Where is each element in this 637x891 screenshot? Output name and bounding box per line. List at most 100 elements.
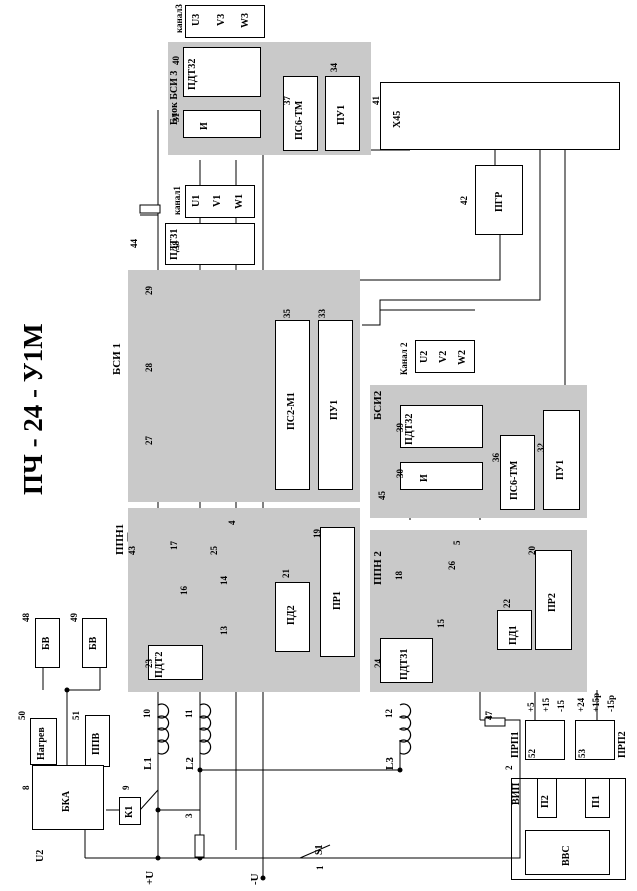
block-pd2: [275, 582, 310, 652]
label-out-m15r: -15р: [606, 694, 616, 712]
label-nagrev: Нагрев: [36, 727, 47, 760]
num-43: 43: [127, 546, 137, 555]
num-17: 17: [169, 541, 179, 550]
num-5: 5: [452, 540, 462, 546]
label-u1: U1: [191, 194, 202, 207]
label-bka: БКА: [61, 790, 72, 812]
num-2: 2: [504, 765, 514, 771]
block-i-top: [183, 110, 261, 138]
label-u2: U2: [419, 350, 430, 363]
label-bv48: БВ: [41, 636, 52, 650]
label-uin-plus: +U: [144, 870, 156, 885]
num-42: 42: [459, 196, 469, 205]
block-pdt31-top: [165, 223, 255, 265]
label-out-p24: +24: [576, 697, 586, 712]
block-pu1-bsi2: [543, 410, 580, 510]
num-35: 35: [282, 309, 292, 318]
num-16: 16: [179, 586, 189, 595]
label-out-p5: +5: [526, 702, 536, 712]
num-32: 32: [536, 443, 546, 452]
block-ps6-top: [283, 76, 318, 151]
label-pdt32-bsi2: ПДТ32: [404, 413, 415, 445]
num-14: 14: [219, 576, 229, 585]
num-48: 48: [21, 613, 31, 622]
label-prp2: ПРП2: [617, 731, 628, 758]
block-pu1-top: [325, 76, 360, 151]
num-3: 3: [184, 813, 194, 819]
num-13: 13: [219, 626, 229, 635]
block-pu1-mid: [318, 320, 353, 490]
label-pdt2: ПДТ2: [154, 651, 165, 678]
label-bv49: БВ: [88, 636, 99, 650]
num-38: 38: [171, 241, 181, 250]
label-bsi1: БСИ 1: [111, 343, 123, 375]
block-pdt32-top: [183, 47, 261, 97]
label-vvs: ВВС: [561, 845, 572, 866]
block-pr2: [535, 550, 572, 650]
channel3-box: [185, 5, 265, 38]
num-39: 39: [395, 423, 405, 432]
num-27: 27: [144, 436, 154, 445]
label-ppn1: ППН1: [114, 523, 126, 555]
block-pr1: [320, 527, 355, 657]
num-8: 8: [21, 785, 31, 791]
block-nagrev: [30, 718, 57, 765]
label-pdt32-top: ПДТ32: [187, 58, 198, 90]
label-ps6-top: ПС6-ТМ: [294, 100, 305, 140]
num-40: 40: [171, 56, 181, 65]
label-prp1: ПРП1: [510, 731, 521, 758]
num-25: 25: [209, 546, 219, 555]
label-u2-input: U2: [35, 849, 46, 862]
num-53: 53: [577, 749, 587, 758]
num-1: 1: [315, 865, 325, 871]
num-34: 34: [329, 63, 339, 72]
num-18: 18: [394, 571, 404, 580]
label-pu1-mid: ПУ1: [329, 399, 340, 420]
num-19: 19: [312, 529, 322, 538]
label-ch2: Канал 2: [399, 342, 409, 375]
num-52: 52: [527, 749, 537, 758]
label-ps6-bsi2: ПС6-ТМ: [509, 460, 520, 500]
label-u3: U3: [191, 13, 202, 26]
label-pdt31-ppn2: ПДТ31: [399, 648, 410, 680]
num-4: 4: [227, 520, 237, 526]
label-out-m15: -15: [556, 700, 566, 712]
inductor-l1: [156, 703, 170, 755]
label-pr1: ПР1: [332, 591, 343, 610]
block-ps2m1: [275, 320, 310, 490]
num-10: 10: [142, 709, 152, 718]
num-31: 31: [171, 113, 181, 122]
label-uin-minus: -U: [249, 873, 261, 885]
label-p1: П1: [591, 795, 602, 808]
label-vip: ВИП: [511, 782, 522, 805]
channel1-box: [185, 185, 255, 218]
label-w3: W3: [240, 13, 251, 28]
block-pdt31-ppn2: [380, 638, 433, 683]
block-k1: [119, 797, 141, 825]
title: ПЧ - 24 - У1М: [18, 323, 48, 495]
block-pgr: [475, 165, 523, 235]
label-pr2: ПР2: [547, 593, 558, 612]
num-22: 22: [502, 599, 512, 608]
block-vvs: [525, 830, 610, 875]
label-ppn2: ППН 2: [372, 551, 384, 585]
label-w1: W1: [234, 194, 245, 209]
label-pd2: ПД2: [286, 605, 297, 625]
channel2-box: [415, 340, 475, 373]
num-44: 44: [129, 239, 139, 248]
num-29: 29: [144, 286, 154, 295]
block-bka: [32, 765, 104, 830]
num-37: 37: [282, 96, 292, 105]
label-bsi2: БСИ2: [372, 390, 384, 420]
label-pu1-bsi2: ПУ1: [555, 459, 566, 480]
label-ch3: канал3: [174, 4, 184, 33]
num-33: 33: [317, 309, 327, 318]
label-ppv: ППВ: [91, 732, 102, 755]
block-p2: [537, 778, 557, 818]
label-out-p15r: +15р: [591, 692, 601, 712]
label-w2: W2: [457, 350, 468, 365]
num-49: 49: [69, 613, 79, 622]
thermistor-44: [139, 204, 161, 214]
